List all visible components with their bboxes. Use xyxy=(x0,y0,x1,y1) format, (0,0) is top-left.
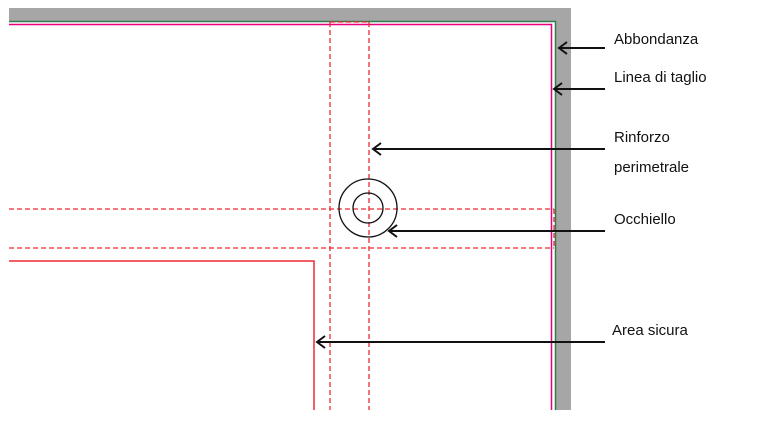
arrow-reinforcement xyxy=(371,142,605,156)
label-eyelet: Occhiello xyxy=(614,211,676,228)
arrows xyxy=(315,41,605,349)
eyelet-icon xyxy=(338,178,398,238)
reinforcement-guides xyxy=(9,21,555,410)
label-safe-area: Area sicura xyxy=(612,322,688,339)
arrow-safe-area xyxy=(315,335,605,349)
bleed-edge-line xyxy=(9,20,557,410)
cut-line xyxy=(9,23,553,410)
arrow-cut-line xyxy=(552,82,605,96)
arrow-bleed xyxy=(557,41,605,55)
label-reinforcement-line1: Rinforzo xyxy=(614,129,670,146)
document-area xyxy=(9,21,555,410)
label-bleed: Abbondanza xyxy=(614,31,699,48)
label-cut-line: Linea di taglio xyxy=(614,69,707,86)
arrow-eyelet xyxy=(387,224,605,238)
label-reinforcement-line2: perimetrale xyxy=(614,159,690,176)
safe-area-line xyxy=(9,260,315,410)
